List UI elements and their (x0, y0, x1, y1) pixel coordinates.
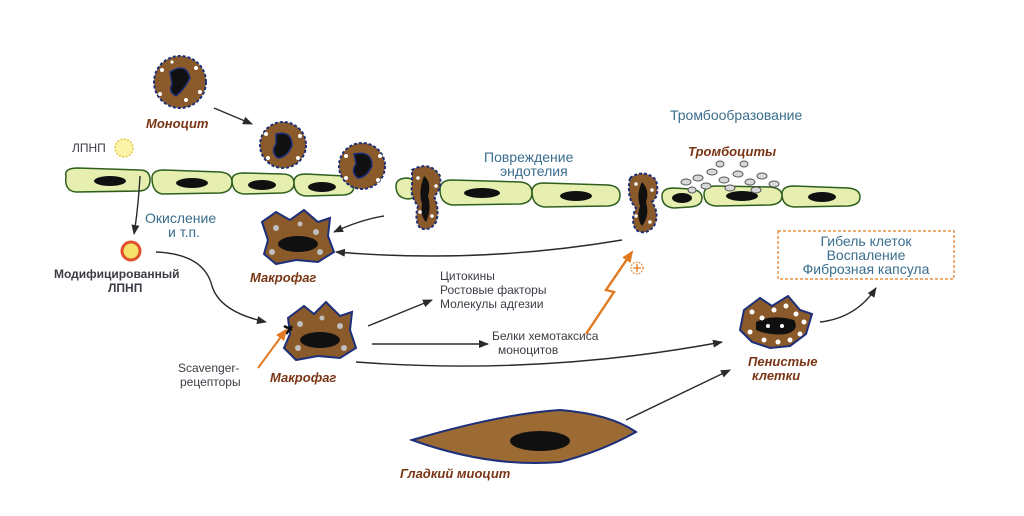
macrophage-cell-main (282, 300, 358, 362)
arrow-ldl-down (131, 175, 141, 235)
label-foam-cells-1: Пенистые (748, 354, 818, 369)
label-macrophage-main: Макрофаг (270, 370, 336, 385)
label-endothelial-damage-2: эндотелия (500, 163, 568, 179)
arrow-chemotaxis-signal (585, 250, 634, 335)
endothelium-nucleus (176, 178, 208, 188)
label-modified-ldl-1: Модифицированный (54, 267, 179, 281)
endothelium-nucleus (464, 188, 500, 198)
arrow-modified-ldl-to-macrophage (155, 251, 267, 324)
monocyte-transmigrating (627, 172, 659, 234)
label-foam-cells-2: клетки (752, 368, 800, 383)
endothelium-nucleus (308, 182, 336, 192)
label-macrophage-top: Макрофаг (250, 270, 316, 285)
arrow-macrophage-to-cytokines (367, 299, 433, 327)
label-smooth-myocyte: Гладкий миоцит (400, 466, 511, 481)
arrow-monocyte-to-vessel (213, 107, 253, 125)
endothelium-nucleus (94, 176, 126, 186)
outcome-fibrous-capsule: Фиброзная капсула (803, 261, 930, 277)
label-oxidation-1: Окисление (145, 210, 216, 226)
macrophage-cell-top (260, 208, 336, 266)
foam-cell (738, 294, 814, 350)
platelets-cluster (680, 160, 780, 194)
arrow-foam-to-outcome (819, 287, 877, 323)
endothelium-nucleus (726, 191, 758, 201)
signal-star-icon (630, 261, 644, 275)
label-monocyte: Моноцит (146, 116, 209, 131)
label-modified-ldl-2: ЛПНП (108, 281, 142, 295)
endothelium-nucleus (672, 193, 692, 203)
arrows (131, 107, 877, 421)
label-adhesion-molecules: Молекулы адгезии (440, 297, 543, 311)
arrow-macrophage-to-foam (355, 339, 723, 367)
monocyte-adhering (338, 142, 386, 190)
label-endothelial-damage-1: Повреждение (484, 149, 574, 165)
label-cytokines: Цитокины (440, 269, 495, 283)
label-chemotaxis-1: Белки хемотаксиса (492, 329, 599, 343)
endothelium-nucleus (560, 191, 592, 201)
arrow-monocyte2-to-macrophage-top (335, 239, 623, 257)
label-platelets: Тромбоциты (688, 144, 776, 159)
outcome-cell-death: Гибель клеток (820, 233, 912, 249)
monocyte-rolling (259, 121, 307, 169)
label-ldl: ЛПНП (72, 141, 106, 155)
arrow-myocyte-to-foam (625, 369, 731, 421)
cell-death-box: Гибель клеток Воспаление Фиброзная капсу… (777, 230, 955, 280)
endothelium-layer (64, 167, 861, 209)
ldl-particle (114, 138, 134, 158)
label-scavenger-2: рецепторы (180, 375, 241, 389)
modified-ldl-particle (120, 240, 142, 262)
label-thrombus-formation: Тромбообразование (670, 107, 802, 123)
smooth-myocyte (408, 408, 638, 465)
monocyte-transmigrating (410, 165, 442, 231)
endothelium-nucleus (808, 192, 836, 202)
outcome-inflammation: Воспаление (827, 247, 906, 263)
endothelium-nucleus (248, 180, 276, 190)
label-scavenger-1: Scavenger- (178, 361, 239, 375)
arrow-scavenger-receptor (257, 328, 288, 369)
monocyte-cell (153, 55, 207, 109)
label-chemotaxis-2: моноцитов (498, 343, 558, 357)
label-growth-factors: Ростовые факторы (440, 283, 546, 297)
label-oxidation-2: и т.п. (168, 224, 200, 240)
arrow-monocyte-to-macrophage-top (333, 215, 385, 233)
